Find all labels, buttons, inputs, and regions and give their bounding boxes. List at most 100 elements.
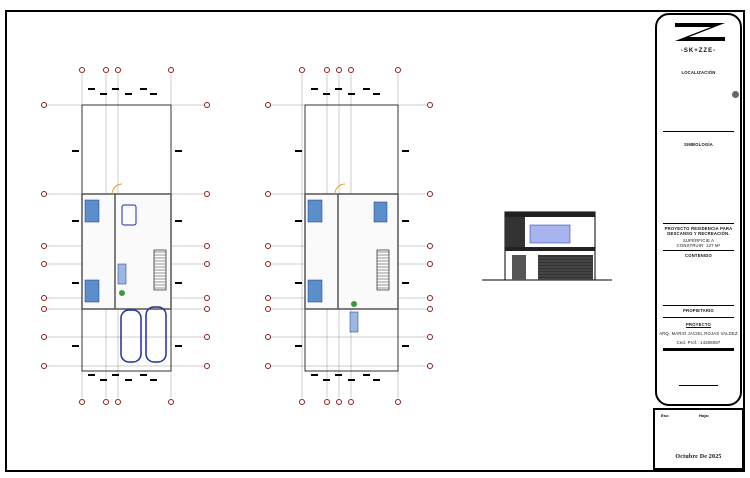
dimension-label bbox=[363, 88, 370, 90]
signature-bar bbox=[663, 348, 734, 351]
grid-bubble bbox=[41, 261, 47, 267]
dimension-label bbox=[335, 374, 342, 376]
dimension-label bbox=[363, 374, 370, 376]
grid-bubble bbox=[427, 306, 433, 312]
grid-bubble bbox=[41, 334, 47, 340]
grid-bubble bbox=[265, 261, 271, 267]
grid-bubble bbox=[265, 363, 271, 369]
dimension-label bbox=[402, 150, 409, 152]
bed-icon bbox=[307, 199, 323, 223]
grid-bubble bbox=[41, 243, 47, 249]
grid-bubble bbox=[41, 295, 47, 301]
door-swing-icon bbox=[111, 183, 123, 195]
grid-bubble bbox=[348, 67, 354, 73]
bed-icon bbox=[373, 201, 388, 223]
dimension-label bbox=[295, 282, 302, 284]
grid-bubble bbox=[204, 306, 210, 312]
dimension-label bbox=[175, 220, 182, 222]
brand-name: -SK+ZZE- bbox=[680, 48, 717, 54]
sofa-icon bbox=[349, 311, 359, 333]
grid-bubble bbox=[427, 334, 433, 340]
architect-name: ARQ. MARIO JACIEL ROJAS VALDEZ bbox=[659, 331, 738, 336]
content-label: CONTENIDO bbox=[685, 253, 712, 258]
dimension-label bbox=[373, 379, 380, 381]
grid-bubble bbox=[299, 399, 305, 405]
grid-bubble bbox=[41, 102, 47, 108]
scale-label: Esc: bbox=[661, 413, 670, 418]
grid-bubble bbox=[324, 399, 330, 405]
dimension-label bbox=[175, 345, 182, 347]
dimension-label bbox=[348, 379, 355, 381]
dimension-label bbox=[72, 282, 79, 284]
grid-bubble bbox=[265, 334, 271, 340]
grid-bubble bbox=[427, 261, 433, 267]
grid-bubble bbox=[265, 295, 271, 301]
dimension-label bbox=[402, 282, 409, 284]
sheet-label: Hoja: bbox=[699, 413, 709, 418]
symbology-label: SIMBOLOGÍA bbox=[684, 142, 713, 147]
dimension-label bbox=[72, 345, 79, 347]
dimension-label bbox=[140, 88, 147, 90]
grid-bubble bbox=[299, 67, 305, 73]
owner-label: PROPIETARIO bbox=[683, 308, 714, 313]
facade-slab bbox=[505, 247, 595, 251]
dimension-label bbox=[72, 220, 79, 222]
grid-bubble bbox=[41, 191, 47, 197]
sheet-info-block: Esc: Hoja: Octubre De 2025 bbox=[653, 408, 744, 470]
grid-bubble bbox=[395, 67, 401, 73]
grid-bubble bbox=[324, 67, 330, 73]
north-arrow-icon bbox=[732, 91, 739, 98]
grid-bubble bbox=[79, 67, 85, 73]
sofa-icon bbox=[117, 263, 127, 285]
grid-bubble bbox=[79, 399, 85, 405]
dimension-label bbox=[100, 93, 107, 95]
dimension-label bbox=[311, 374, 318, 376]
grid-bubble bbox=[168, 67, 174, 73]
dimension-label bbox=[373, 93, 380, 95]
title-block: -SK+ZZE- LOCALIZACIÓN SIMBOLOGÍA PROYECT… bbox=[655, 13, 742, 406]
divider bbox=[663, 305, 734, 306]
grid-bubble bbox=[204, 261, 210, 267]
drawing-sheet-border bbox=[5, 10, 745, 472]
facade-wall-dark bbox=[505, 217, 525, 247]
entry-door bbox=[512, 255, 526, 280]
grid-bubble bbox=[204, 363, 210, 369]
divider bbox=[663, 131, 734, 132]
dimension-label bbox=[402, 220, 409, 222]
grid-bubble bbox=[395, 399, 401, 405]
grid-bubble bbox=[265, 243, 271, 249]
surface-text: SUPERFICIE A CONSTRUIR: 127 M² bbox=[676, 238, 721, 248]
dimension-label bbox=[125, 379, 132, 381]
grid-bubble bbox=[336, 399, 342, 405]
dimension-label bbox=[72, 150, 79, 152]
project-label: PROYECTO bbox=[685, 322, 712, 327]
bed-icon bbox=[84, 279, 100, 303]
divider bbox=[663, 223, 734, 224]
grid-bubble bbox=[115, 399, 121, 405]
grid-bubble bbox=[204, 191, 210, 197]
car-icon bbox=[145, 306, 167, 363]
grid-bubble bbox=[115, 67, 121, 73]
dimension-label bbox=[311, 88, 318, 90]
divider bbox=[663, 250, 734, 251]
grid-bubble bbox=[204, 334, 210, 340]
grid-bubble bbox=[427, 191, 433, 197]
dimension-label bbox=[295, 345, 302, 347]
grid-bubble bbox=[427, 363, 433, 369]
grid-bubble bbox=[103, 67, 109, 73]
logo-icon bbox=[675, 23, 725, 41]
grid-bubble bbox=[168, 399, 174, 405]
grid-bubble bbox=[427, 243, 433, 249]
car-icon bbox=[120, 309, 142, 363]
dimension-label bbox=[402, 345, 409, 347]
door-swing-icon bbox=[334, 183, 346, 195]
dimension-label bbox=[295, 220, 302, 222]
grid-bubble bbox=[265, 102, 271, 108]
date-text: Octubre De 2025 bbox=[675, 454, 722, 460]
location-label: LOCALIZACIÓN bbox=[681, 70, 716, 75]
license-number: Ced. Prof.: 14308087 bbox=[676, 340, 721, 345]
grid-bubble bbox=[204, 243, 210, 249]
dimension-label bbox=[88, 374, 95, 376]
grid-bubble bbox=[348, 399, 354, 405]
